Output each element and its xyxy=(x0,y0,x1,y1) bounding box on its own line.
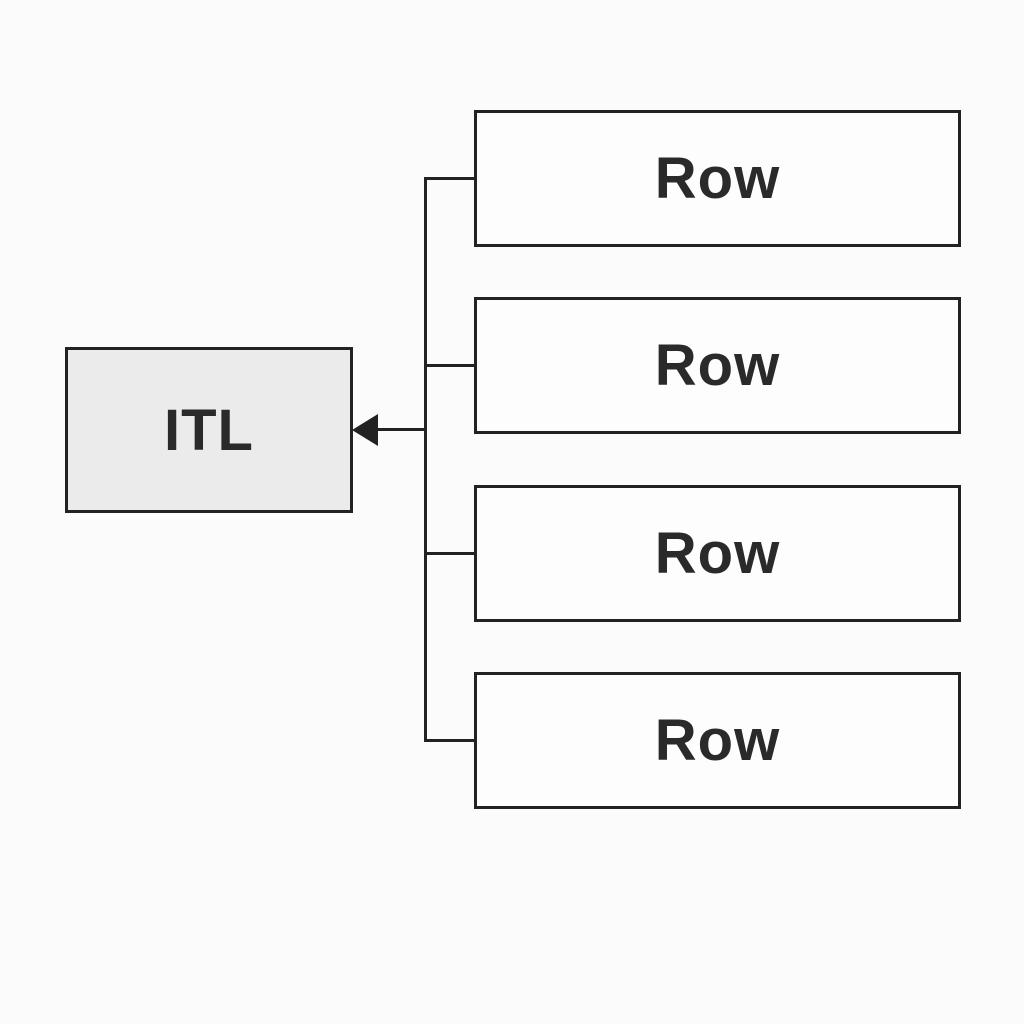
node-row-1-label: Row xyxy=(654,146,781,211)
node-row-2-label: Row xyxy=(654,333,781,398)
node-itl: ITL xyxy=(65,347,353,513)
node-itl-label: ITL xyxy=(164,397,254,463)
connector-branch-2 xyxy=(424,364,474,367)
connector-trunk xyxy=(424,177,427,742)
node-row-4-label: Row xyxy=(654,708,781,773)
connector-arrow-line xyxy=(374,428,427,431)
node-row-3: Row xyxy=(474,485,961,622)
connector-branch-4 xyxy=(424,739,474,742)
node-row-4: Row xyxy=(474,672,961,809)
connector-branch-3 xyxy=(424,552,474,555)
arrowhead-left-icon xyxy=(352,414,378,446)
connector-branch-1 xyxy=(424,177,474,180)
node-row-3-label: Row xyxy=(654,521,781,586)
node-row-2: Row xyxy=(474,297,961,434)
node-row-1: Row xyxy=(474,110,961,247)
